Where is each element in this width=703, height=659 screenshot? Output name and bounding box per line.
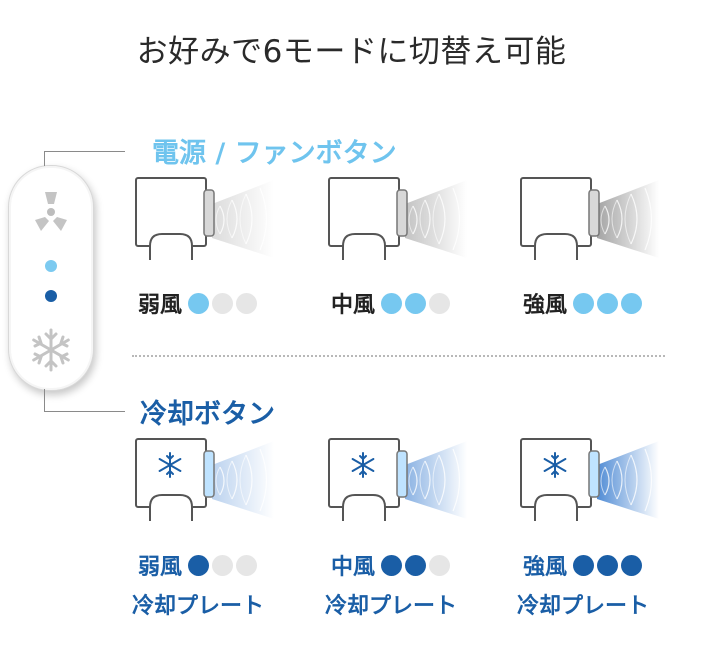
indicator-dot-light xyxy=(45,260,57,272)
level-dot xyxy=(212,554,234,576)
fan-mode-row: 中風 xyxy=(331,288,453,318)
cool-unit-illustration xyxy=(327,437,477,529)
cool-mode-row: 弱風 xyxy=(138,550,260,580)
level-dot xyxy=(573,292,595,314)
indicator-dot-dark xyxy=(45,290,57,302)
cool-unit-illustration xyxy=(134,437,284,529)
fan-mode-row: 弱風 xyxy=(138,288,260,318)
cool-unit-illustration xyxy=(519,437,669,529)
fan-unit-illustration xyxy=(134,176,284,268)
connector-line-top xyxy=(44,151,125,166)
cool-mode-row: 中風 xyxy=(331,550,453,580)
snowflake-icon[interactable] xyxy=(27,326,75,374)
cool-mode-row: 強風 xyxy=(523,550,645,580)
level-dot xyxy=(212,292,234,314)
level-dot xyxy=(381,292,403,314)
mode-label: 弱風 xyxy=(138,555,183,580)
power-fan-button-label: 電源 / ファンボタン xyxy=(152,138,397,169)
cool-button-label: 冷却ボタン xyxy=(140,399,275,430)
level-dot xyxy=(429,292,451,314)
remote-control xyxy=(8,165,94,391)
mode-label: 中風 xyxy=(331,555,376,580)
level-dot xyxy=(236,554,258,576)
level-dot xyxy=(188,554,210,576)
level-dot xyxy=(597,554,619,576)
level-dot xyxy=(621,292,643,314)
level-dot xyxy=(405,292,427,314)
fan-unit-illustration xyxy=(327,176,477,268)
mode-label: 中風 xyxy=(331,293,376,318)
level-dot xyxy=(405,554,427,576)
fan-mode-row: 強風 xyxy=(523,288,645,318)
level-dot xyxy=(597,292,619,314)
mode-label: 弱風 xyxy=(138,293,183,318)
mode-label: 強風 xyxy=(523,555,568,580)
cool-plate-label: 冷却プレート xyxy=(132,594,265,619)
fan-icon[interactable] xyxy=(29,190,73,234)
fan-unit-illustration xyxy=(519,176,669,268)
cool-plate-label: 冷却プレート xyxy=(325,594,458,619)
level-dot xyxy=(621,554,643,576)
level-dot xyxy=(381,554,403,576)
mode-label: 強風 xyxy=(523,293,568,318)
connector-line-bottom xyxy=(44,389,125,412)
level-dot xyxy=(429,554,451,576)
level-dot xyxy=(573,554,595,576)
cool-plate-label: 冷却プレート xyxy=(517,594,650,619)
level-dot xyxy=(188,292,210,314)
page-title: お好みで6モードに切替え可能 xyxy=(136,34,567,70)
divider xyxy=(132,355,665,357)
level-dot xyxy=(236,292,258,314)
